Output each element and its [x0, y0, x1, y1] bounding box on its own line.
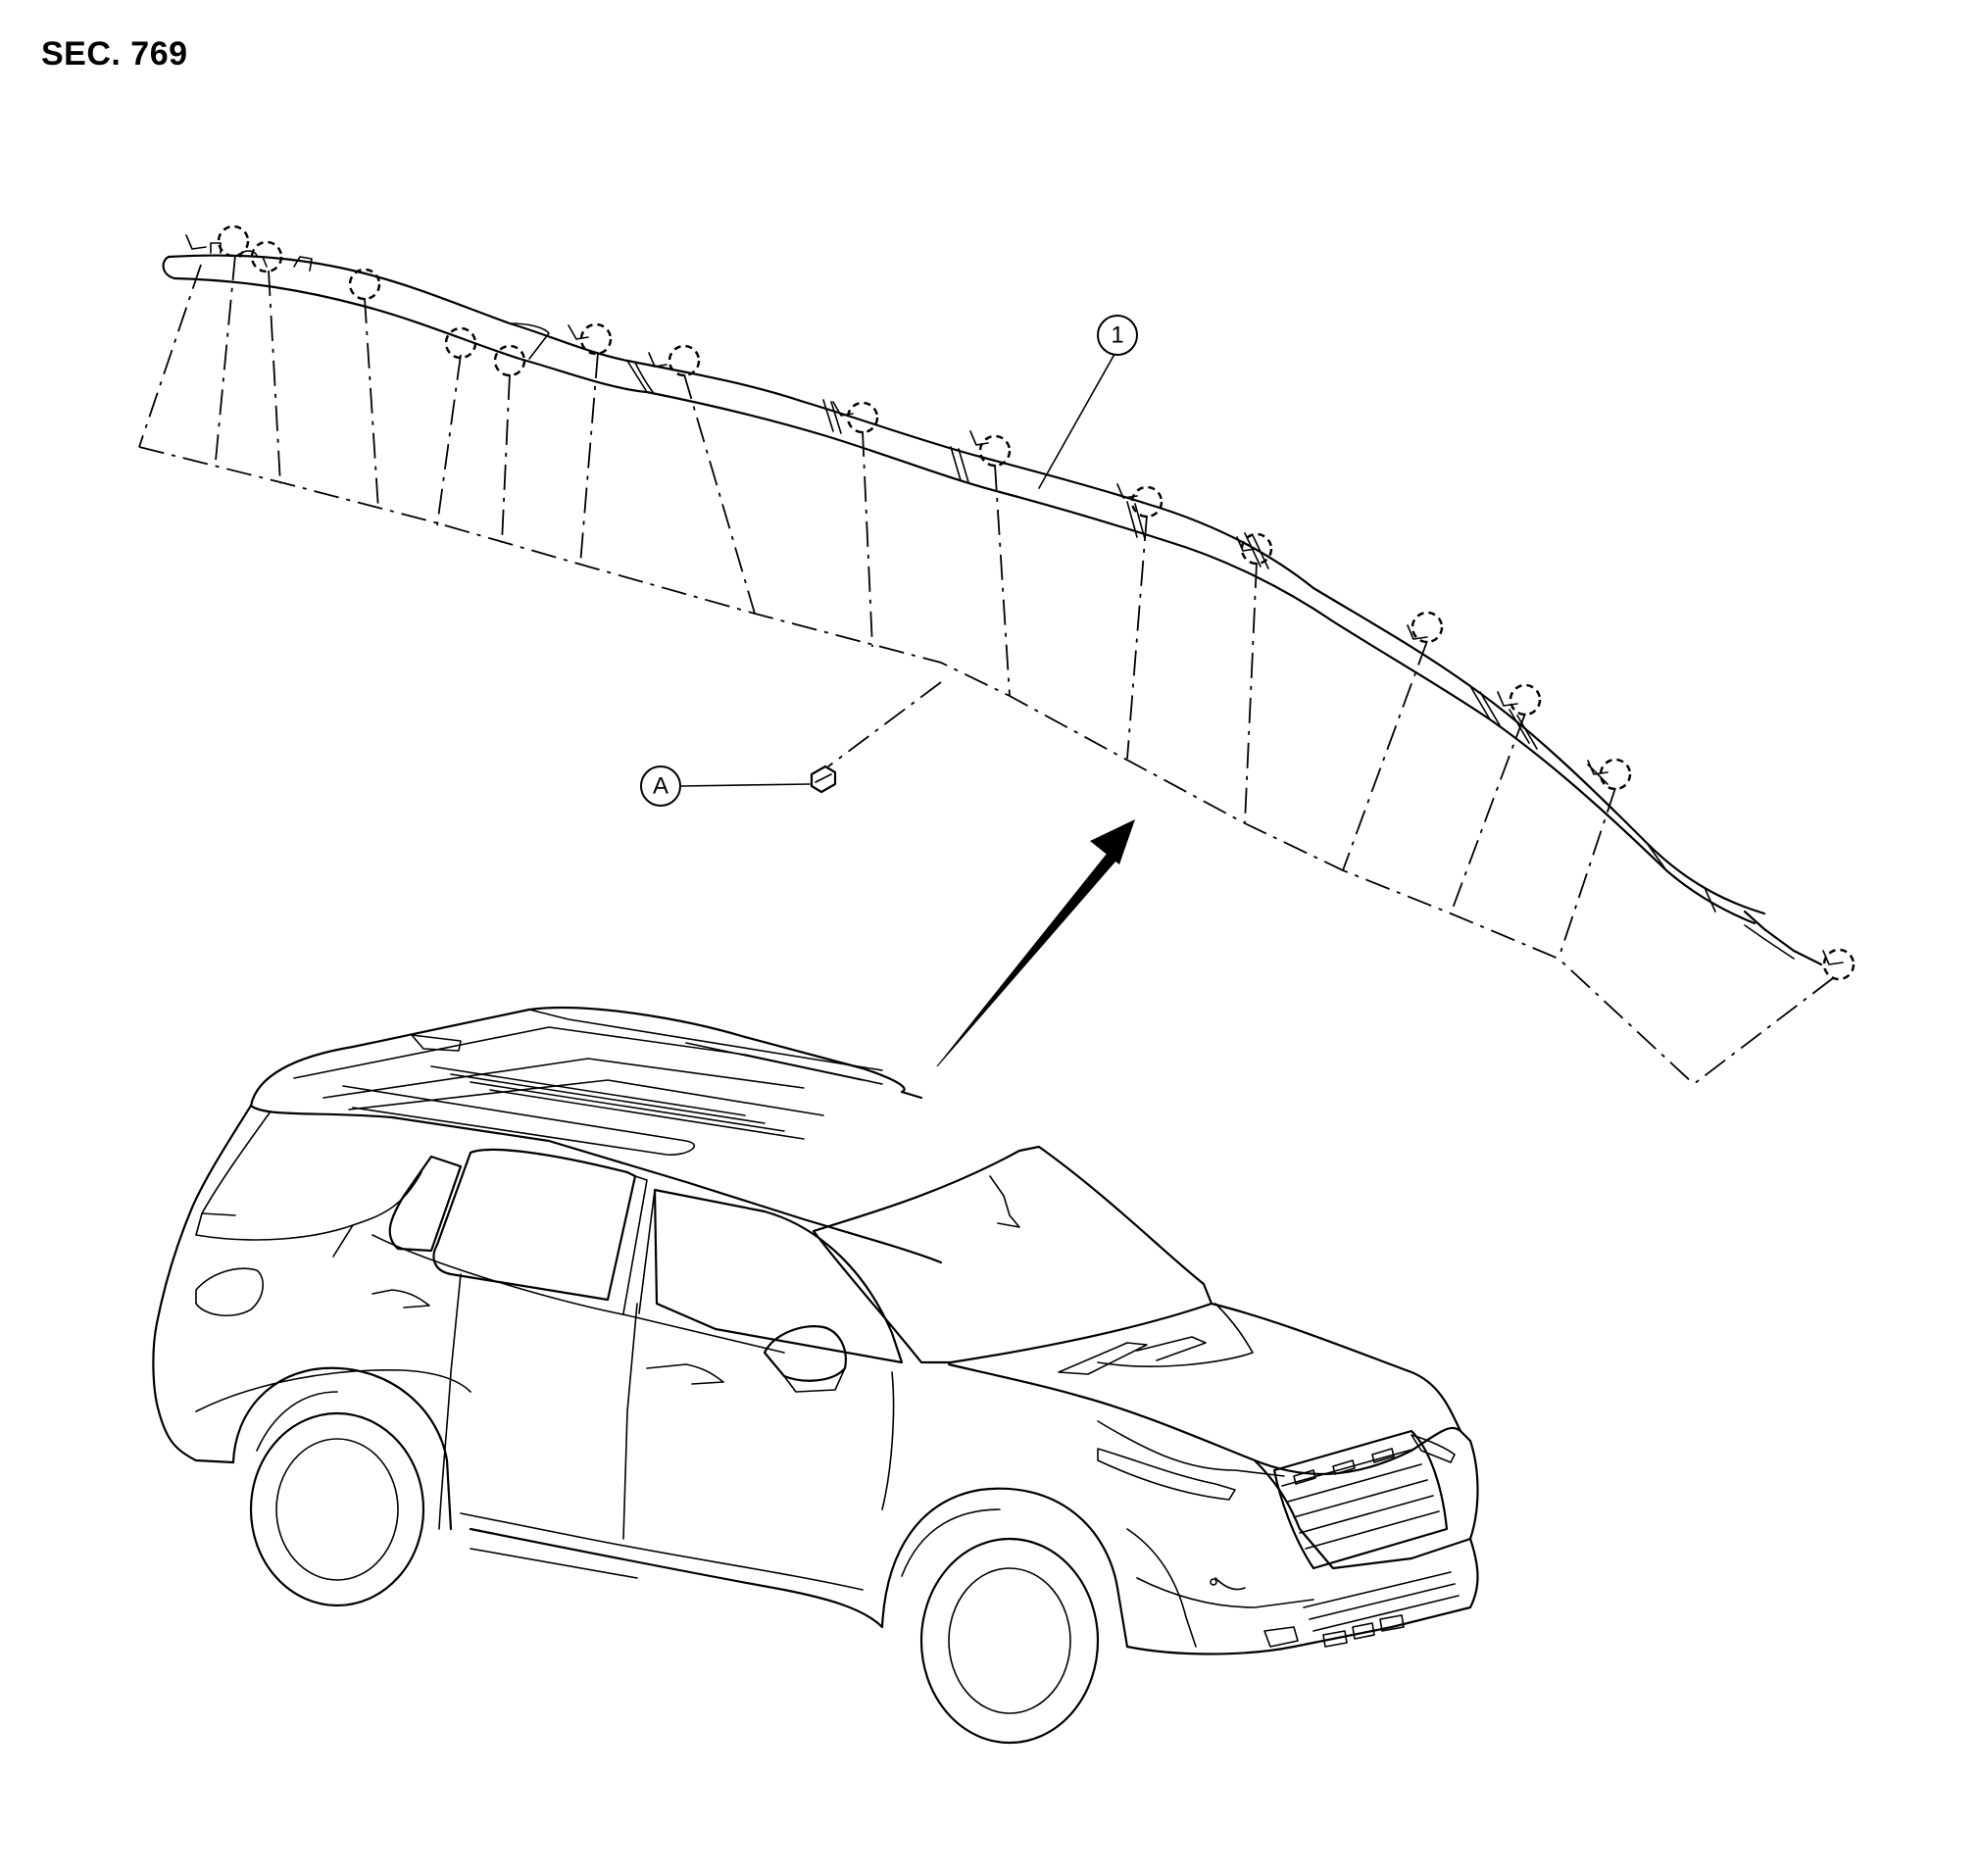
curtain-airbag-module	[162, 234, 1844, 966]
clip-icon	[978, 434, 1012, 468]
direction-arrow-icon	[936, 819, 1135, 1067]
clip-icon	[1509, 683, 1542, 716]
clip-icon	[444, 326, 477, 360]
clip-icon	[1411, 611, 1444, 644]
bolt-icon	[810, 765, 837, 794]
clip-icon	[579, 322, 613, 356]
clip-icon	[668, 344, 701, 377]
front-wheel	[880, 1487, 1129, 1745]
callout-1: 1	[1038, 315, 1138, 489]
clip-icon	[846, 401, 879, 434]
bolt-a	[810, 765, 837, 794]
clip-icon	[250, 240, 283, 273]
clip-icon	[1822, 948, 1856, 981]
clip-icon	[348, 268, 381, 301]
clip-icon	[217, 224, 250, 258]
clip-icon	[1599, 758, 1632, 791]
vehicle-illustration	[152, 1007, 1479, 1745]
clip-icon	[1240, 532, 1273, 566]
grille	[1272, 1429, 1449, 1570]
projection-lines	[138, 254, 1834, 1085]
clip-icon	[493, 344, 526, 377]
section-label: SEC. 769	[41, 35, 188, 73]
callout-a: A	[640, 765, 811, 807]
rear-wheel	[231, 1366, 453, 1607]
callout-1-label: 1	[1111, 322, 1123, 349]
callout-a-label: A	[653, 773, 668, 800]
clip-icon	[1130, 485, 1163, 518]
clip-markers	[217, 224, 1856, 981]
